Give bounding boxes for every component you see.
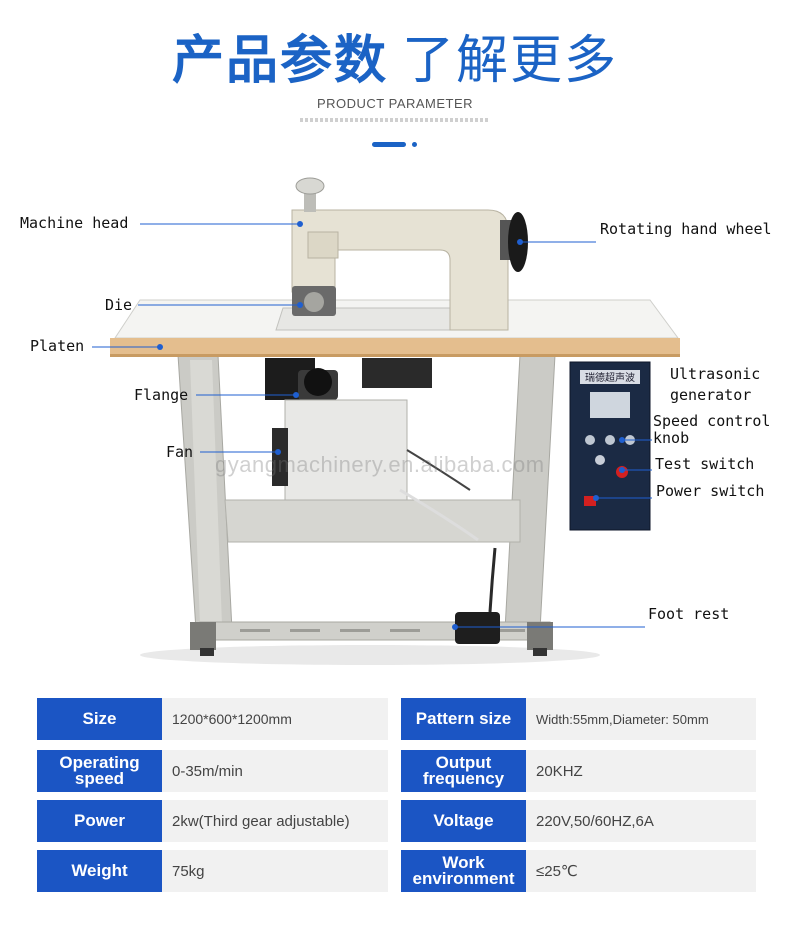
spec-value: ≤25℃ <box>526 850 756 892</box>
label-fan: Fan <box>166 443 194 461</box>
spec-key: Output frequency <box>401 750 526 792</box>
label-speed-control-1: Speed control <box>653 412 771 430</box>
label-rotating-hand-wheel: Rotating hand wheel <box>600 220 772 238</box>
spec-key: Voltage <box>401 800 526 842</box>
label-foot-rest: Foot rest <box>648 605 730 623</box>
generator-panel-label: 瑞德超声波 <box>585 371 635 384</box>
label-die: Die <box>105 296 133 314</box>
spec-key: Weight <box>37 850 162 892</box>
spec-row-output-frequency: Output frequency 20KHZ <box>401 750 756 792</box>
sewing-machine-illustration: 瑞德超声波 <box>110 177 680 665</box>
label-power-switch: Power switch <box>656 482 765 500</box>
spec-row-voltage: Voltage 220V,50/60HZ,6A <box>401 800 756 842</box>
spec-value: 0-35m/min <box>162 750 388 792</box>
spec-key: Power <box>37 800 162 842</box>
title-main: 产品参数 <box>171 31 388 91</box>
spec-row-operating-speed: Operating speed 0-35m/min <box>37 750 388 792</box>
spec-row-power: Power 2kw(Third gear adjustable) <box>37 800 388 842</box>
spec-row-size: Size 1200*600*1200mm <box>37 698 388 740</box>
spec-key: Operating speed <box>37 750 162 792</box>
watermark: gyangmachinery.en.alibaba.com <box>215 452 545 477</box>
spec-value: 220V,50/60HZ,6A <box>526 800 756 842</box>
spec-key: Size <box>37 698 162 740</box>
spec-key: Work environment <box>401 850 526 892</box>
label-speed-control-2: knob <box>653 429 690 447</box>
label-platen: Platen <box>30 337 85 355</box>
label-ultrasonic-generator-2: generator <box>670 386 752 404</box>
spec-value: 1200*600*1200mm <box>162 698 388 740</box>
accent-dash <box>372 142 406 147</box>
spec-row-pattern-size: Pattern size Width:55mm,Diameter: 50mm <box>401 698 756 740</box>
spec-row-work-environment: Work environment ≤25℃ <box>401 850 756 892</box>
decorative-divider <box>300 118 490 122</box>
page-subtitle: PRODUCT PARAMETER <box>316 96 474 111</box>
page-title: 产品参数了解更多 <box>0 18 790 93</box>
pointer-lines <box>92 221 652 630</box>
spec-key: Pattern size <box>401 698 526 740</box>
label-test-switch: Test switch <box>655 455 755 473</box>
title-sub: 了解更多 <box>402 31 619 91</box>
spec-value: 20KHZ <box>526 750 756 792</box>
accent-dot <box>412 142 417 147</box>
spec-row-weight: Weight 75kg <box>37 850 388 892</box>
label-flange: Flange <box>134 386 189 404</box>
spec-value: 2kw(Third gear adjustable) <box>162 800 388 842</box>
label-machine-head: Machine head <box>20 214 129 232</box>
spec-value: 75kg <box>162 850 388 892</box>
spec-value: Width:55mm,Diameter: 50mm <box>526 698 756 740</box>
label-ultrasonic-generator-1: Ultrasonic <box>670 365 761 383</box>
